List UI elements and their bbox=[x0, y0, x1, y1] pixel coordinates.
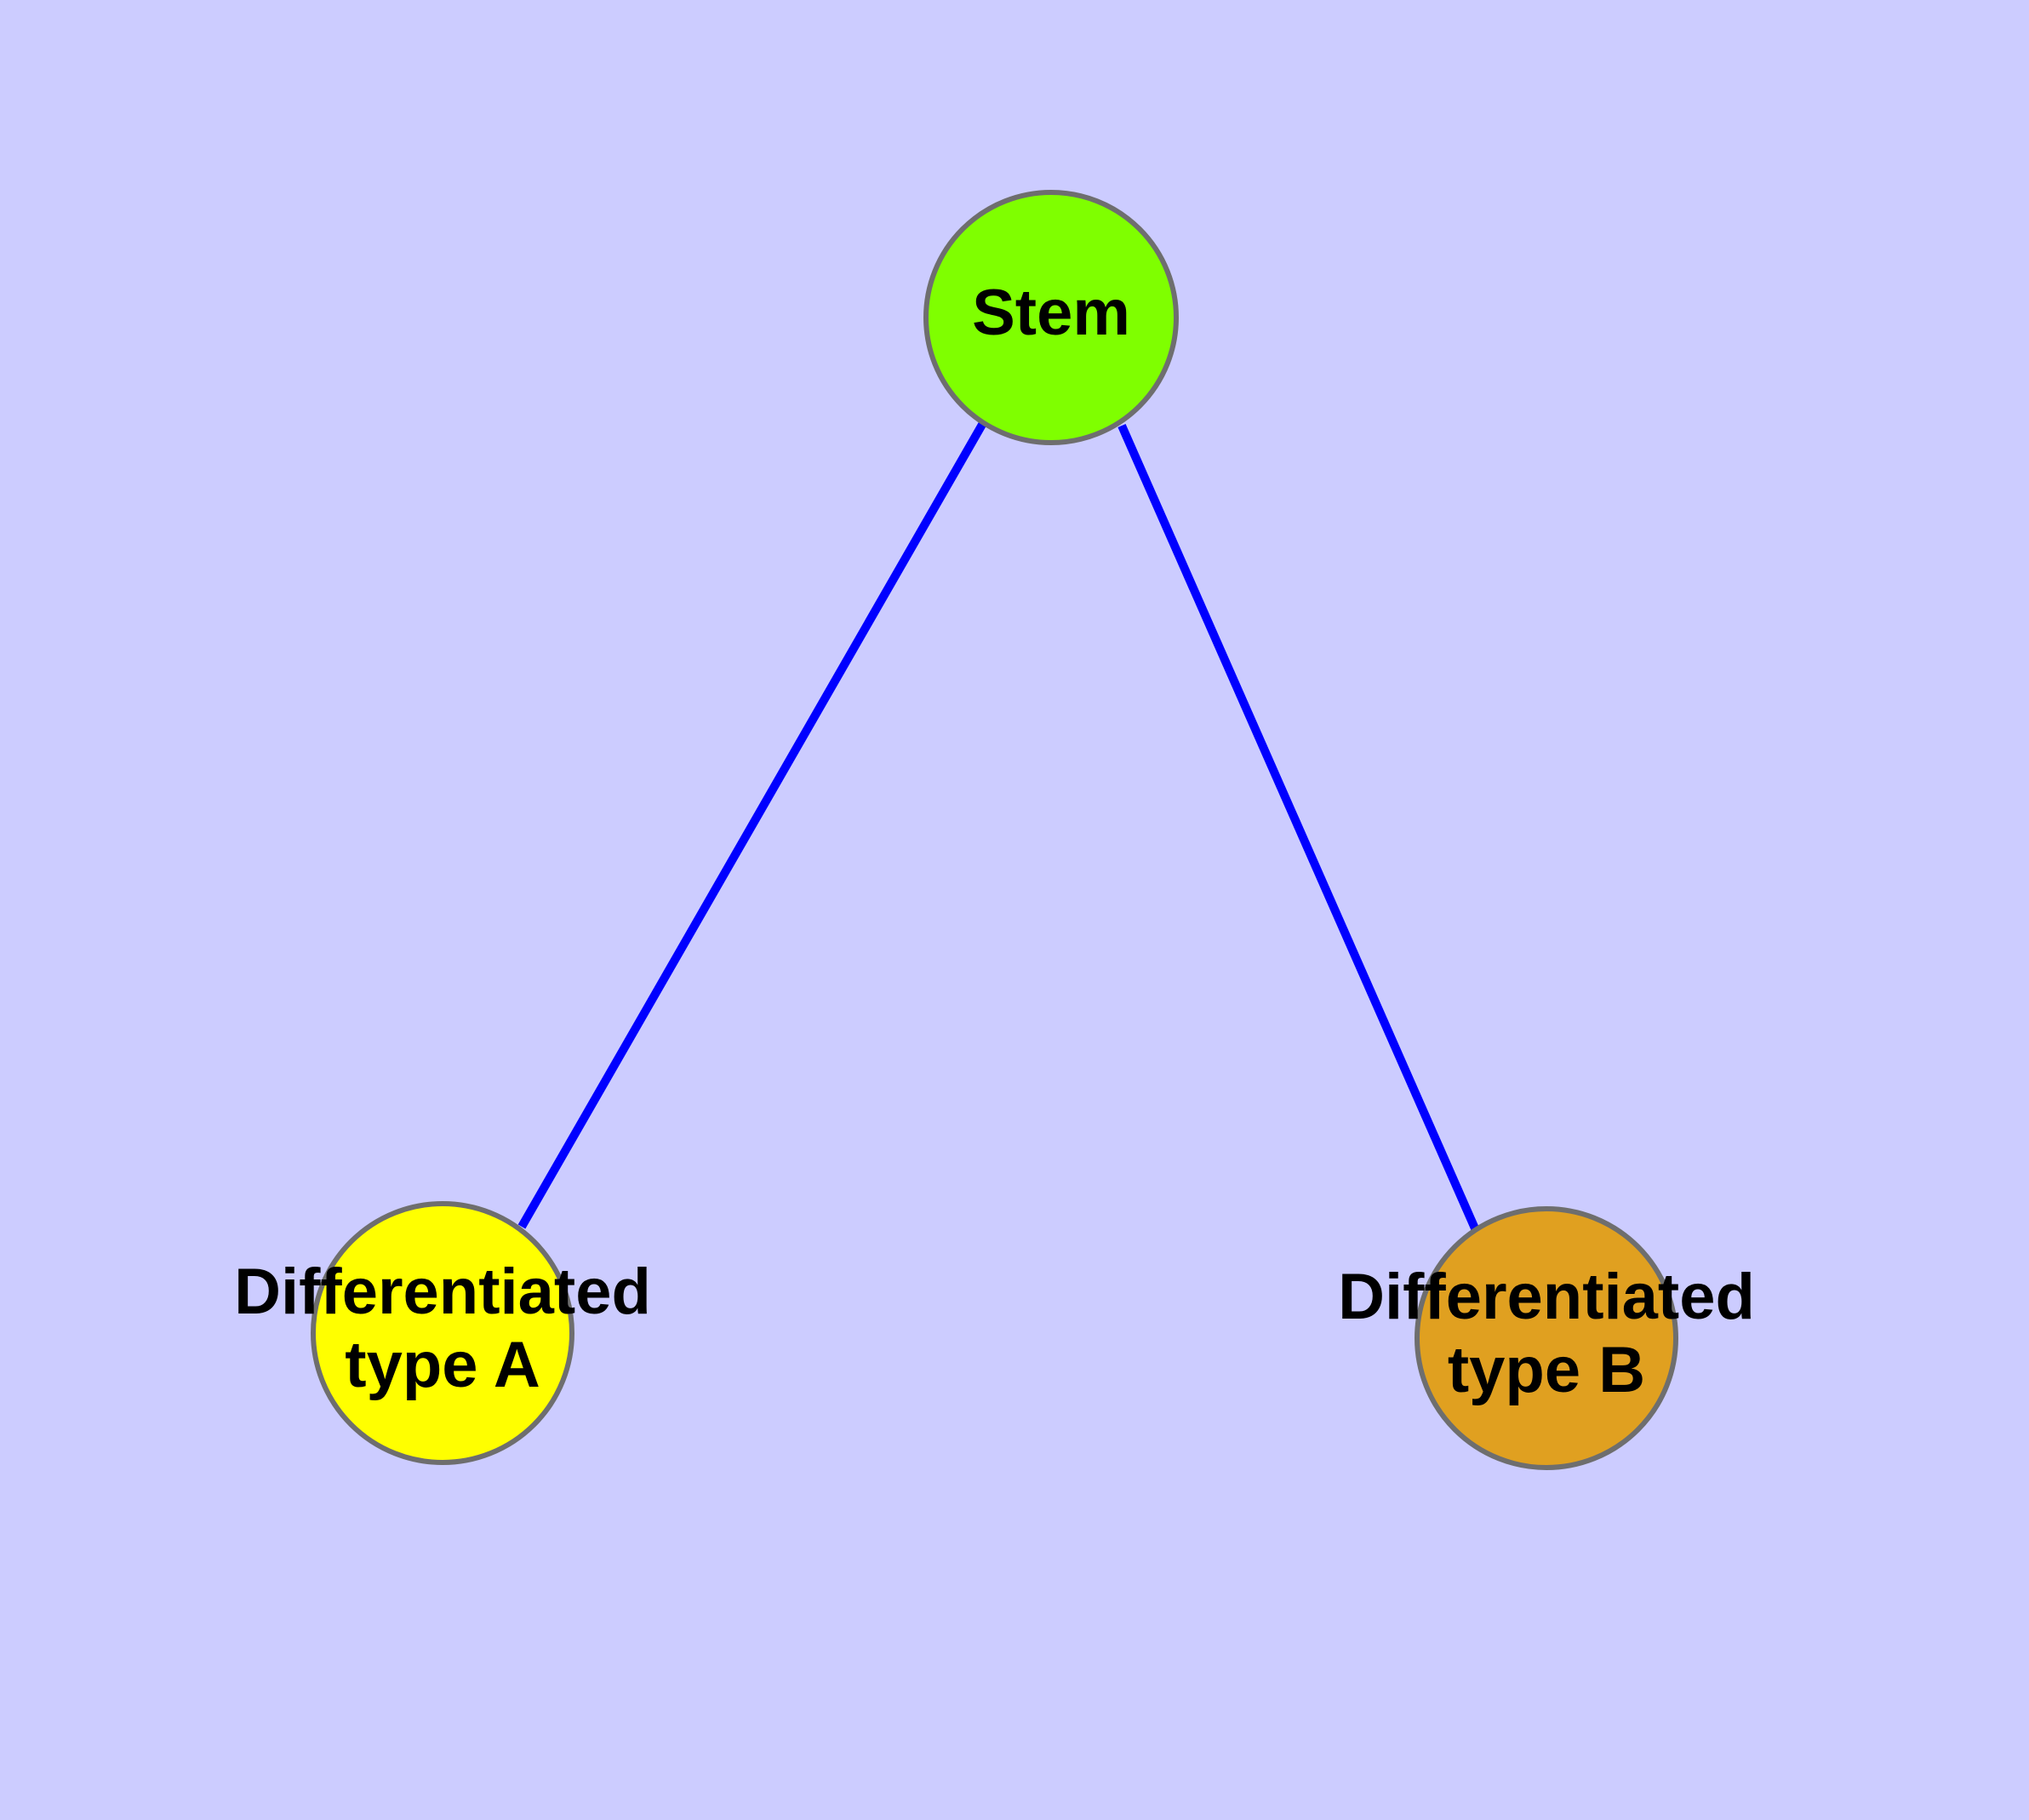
node-label-line: type A bbox=[345, 1329, 540, 1401]
node-circle-stem[interactable] bbox=[923, 190, 1179, 445]
edge-stem-to-diff-b[interactable] bbox=[1117, 423, 1479, 1231]
node-label-line: type B bbox=[1448, 1334, 1645, 1406]
node-label-line: Differentiated bbox=[1338, 1261, 1755, 1333]
edges-layer bbox=[517, 421, 1479, 1231]
node-label-line: Differentiated bbox=[234, 1256, 651, 1328]
node-circle-diff-a[interactable] bbox=[311, 1201, 574, 1465]
node-label-line: Stem bbox=[972, 277, 1130, 349]
edge-stem-to-diff-a[interactable] bbox=[517, 421, 987, 1229]
node-label-stem: Stem bbox=[972, 277, 1130, 349]
node-stem[interactable]: Stem bbox=[923, 190, 1179, 445]
node-circle-diff-b[interactable] bbox=[1415, 1206, 1678, 1470]
